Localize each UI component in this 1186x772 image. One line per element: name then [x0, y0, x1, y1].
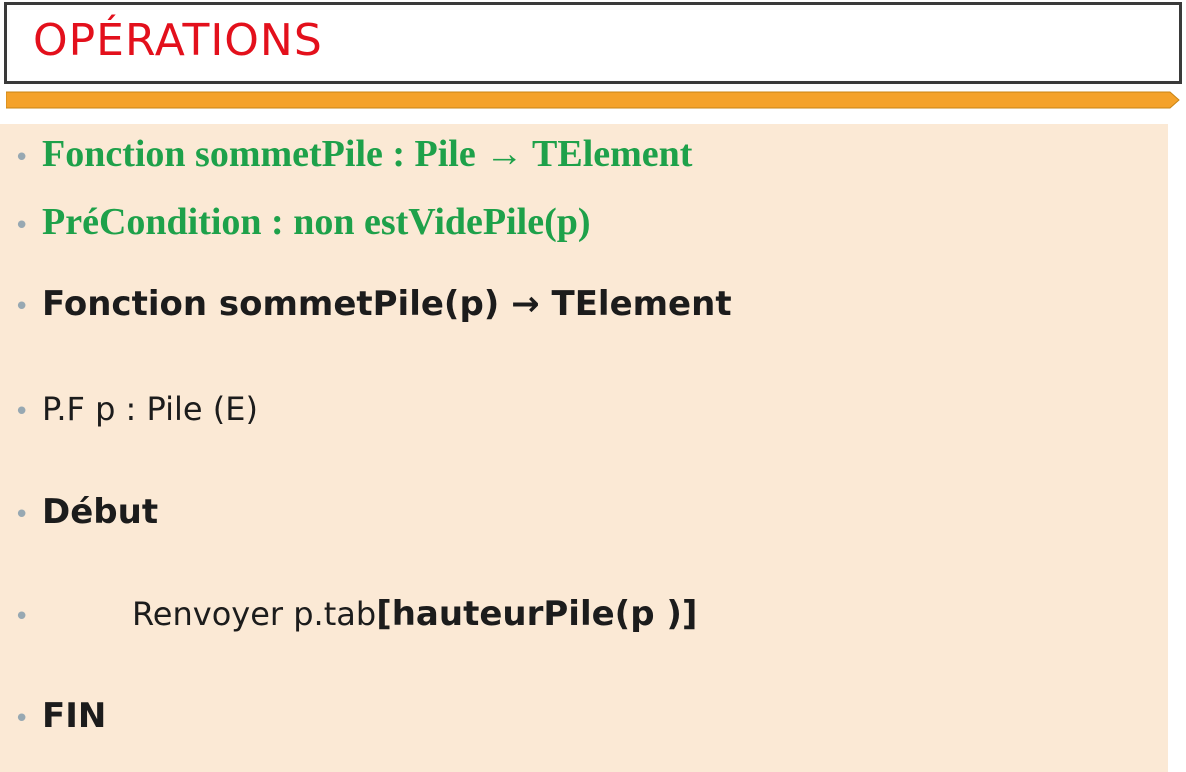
bullet-icon: • — [14, 397, 30, 427]
accent-bar — [6, 91, 1180, 109]
bullet-icon: • — [14, 292, 30, 322]
function-header: Fonction sommetPile(p) → TElement — [42, 284, 732, 324]
function-signature: Fonction sommetPile : Pile → TElement — [42, 133, 693, 175]
bullet-icon: • — [14, 602, 30, 632]
list-item: • Fonction sommetPile : Pile → TElement — [14, 132, 692, 176]
end-keyword: FIN — [42, 696, 107, 736]
begin-keyword: Début — [42, 492, 159, 532]
return-statement: Renvoyer p.tab — [132, 595, 377, 633]
return-index-expression: [hauteurPile(p )] — [376, 594, 698, 634]
list-item: • PréCondition : non estVidePile(p) — [14, 200, 591, 244]
bullet-icon: • — [14, 704, 30, 734]
list-item: • FIN — [14, 696, 106, 736]
bullet-icon: • — [14, 143, 30, 173]
list-item: • Renvoyer p.tab[hauteurPile(p )] — [14, 594, 697, 634]
list-item: • Début — [14, 492, 158, 532]
content-area: • Fonction sommetPile : Pile → TElement … — [0, 124, 1168, 772]
precondition: PréCondition : non estVidePile(p) — [42, 201, 591, 243]
title-box: OPÉRATIONS — [4, 2, 1182, 84]
list-item: • Fonction sommetPile(p) → TElement — [14, 284, 732, 324]
formal-parameters: P.F p : Pile (E) — [42, 390, 258, 428]
slide-title: OPÉRATIONS — [33, 15, 323, 66]
list-item: • P.F p : Pile (E) — [14, 390, 258, 428]
bullet-icon: • — [14, 211, 30, 241]
bullet-icon: • — [14, 500, 30, 530]
